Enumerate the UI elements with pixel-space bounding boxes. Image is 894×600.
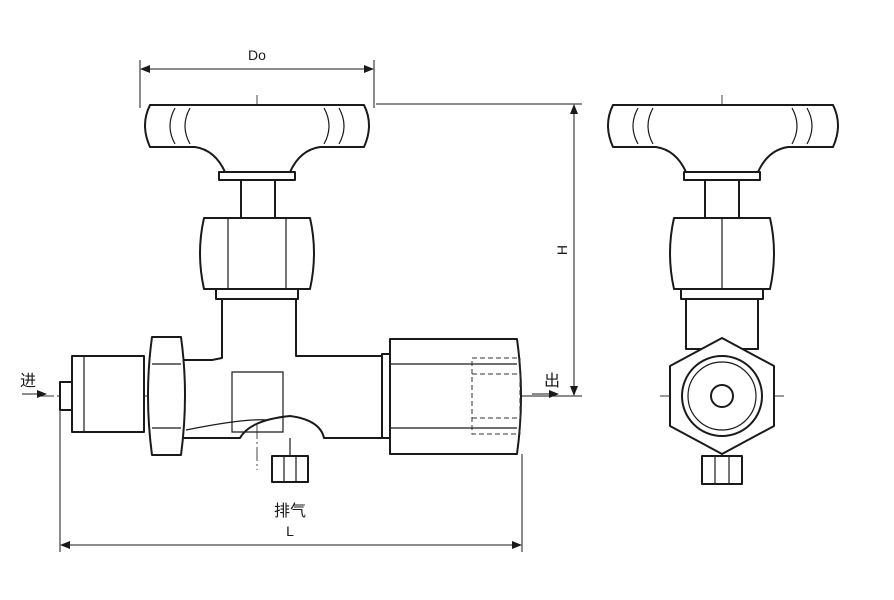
vent-plug [271,438,309,483]
bonnet-hex-nut [199,217,315,300]
stem [240,179,276,219]
outlet-label: 出 [544,371,560,390]
outlet-fitting [381,338,522,455]
side-view [607,95,839,485]
handwheel [144,104,370,181]
dimension-do [139,60,375,108]
dimension-h [376,103,582,397]
side-vent-plug [701,455,743,485]
vent-label: 排气 [274,501,306,520]
h-dimension-label: H [554,245,570,255]
do-dimension-label: Do [248,47,266,63]
side-handwheel [607,104,839,181]
side-stem [704,179,740,219]
valve-body [182,298,383,439]
inlet-label: 进 [20,371,36,390]
inlet-fitting [59,336,186,456]
side-bonnet-hex-nut [669,217,775,300]
l-dimension-label: L [286,523,294,539]
dimension-l [59,410,523,552]
front-view [22,95,560,483]
side-hex-body [669,337,775,455]
